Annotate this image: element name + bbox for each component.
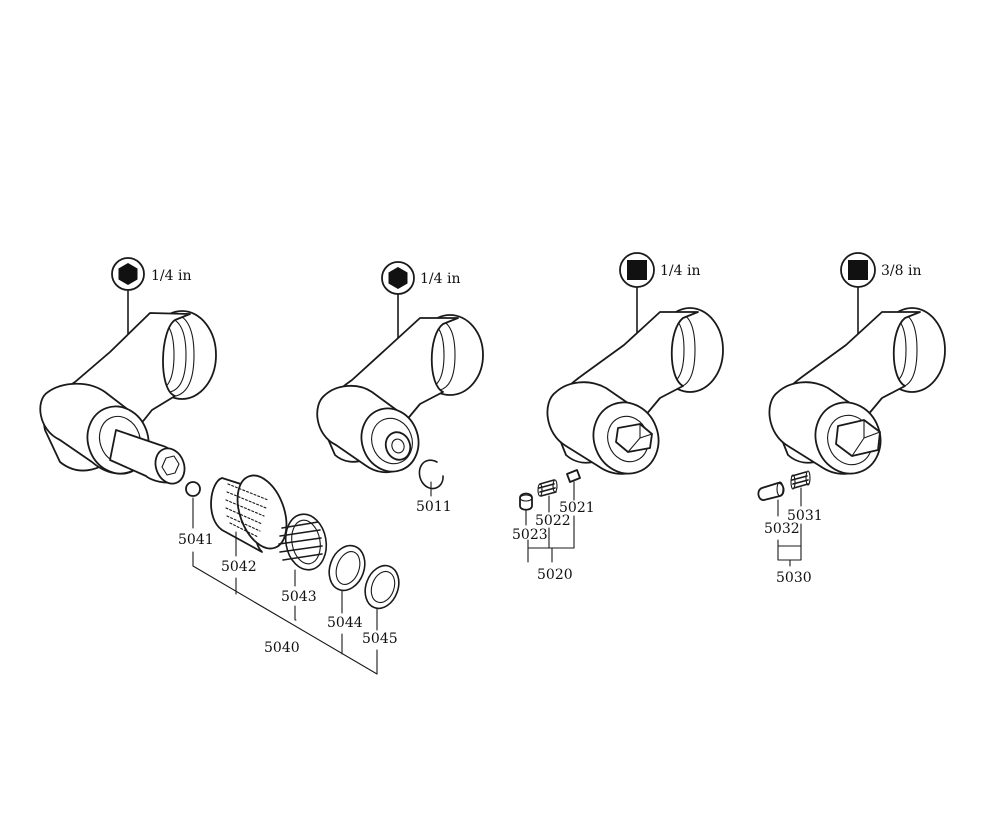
part-number: 5011 (416, 499, 452, 515)
part-number: 5045 (362, 631, 398, 647)
part-5043: 5043 (278, 513, 328, 605)
part-5045: 5045 (362, 564, 400, 647)
part-5023: 5023 (512, 492, 548, 543)
part-number: 5042 (221, 559, 257, 575)
part-5041: 5041 (178, 481, 214, 548)
drive-size-label: 1/4 in (151, 268, 191, 284)
part-number: 5044 (327, 615, 363, 631)
part-number: 5043 (281, 589, 317, 605)
part-5011: 5011 (416, 459, 452, 515)
drive-size-label: 3/8 in (881, 263, 921, 279)
drive-size-label: 1/4 in (660, 263, 700, 279)
part-5042: 5042 (210, 474, 288, 575)
part-number: 5040 (264, 640, 300, 656)
part-number: 5022 (535, 513, 571, 529)
part-5032: 5032 (757, 481, 800, 537)
part-number: 5020 (537, 567, 573, 583)
part-number: 5021 (559, 500, 595, 516)
square-drive-icon (840, 252, 876, 288)
part-5044: 5044 (327, 544, 366, 631)
hex-socket-icon (111, 257, 145, 291)
part-number: 5032 (764, 521, 800, 537)
assembly-5020: 5020 (527, 515, 575, 583)
drive-size-label: 1/4 in (420, 271, 460, 287)
assembly-5040: 5040 (192, 551, 378, 675)
angle-head-tool-1: 1/4 in (39, 257, 217, 485)
part-5022: 5022 (535, 479, 571, 529)
part-number: 5031 (787, 508, 823, 524)
hex-socket-icon (381, 261, 415, 295)
assembly-5030: 5030 (776, 523, 812, 586)
part-5021: 5021 (559, 469, 595, 516)
part-number: 5041 (178, 532, 214, 548)
angle-head-tool-4: 3/8 in (768, 252, 946, 475)
angle-head-tool-3: 1/4 in (546, 252, 724, 475)
square-drive-icon (619, 252, 655, 288)
part-5031: 5031 (787, 470, 823, 524)
angle-head-tool-2: 1/4 in (316, 261, 484, 474)
part-number: 5023 (512, 527, 548, 543)
part-number: 5030 (776, 570, 812, 586)
